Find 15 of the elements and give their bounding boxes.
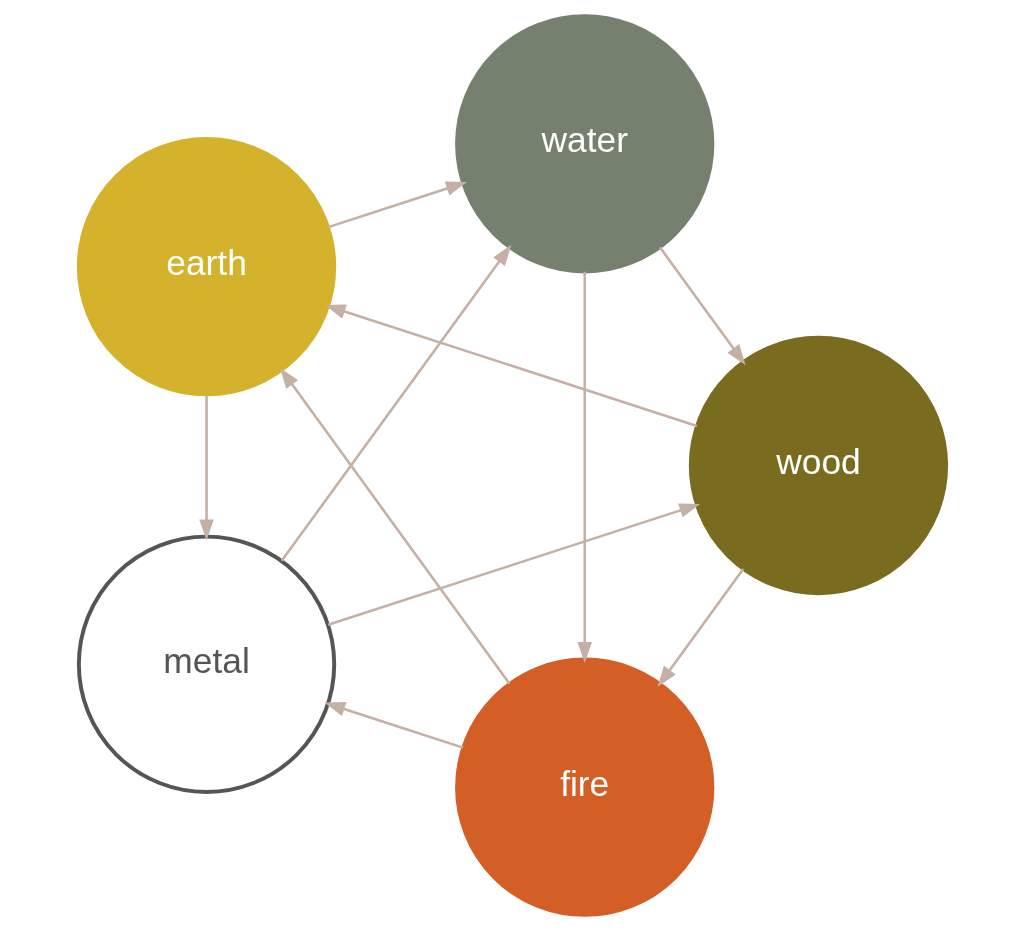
node-circle: water — [454, 14, 714, 274]
arrow — [279, 367, 511, 685]
arrow — [323, 702, 463, 749]
node-circle: fire — [454, 657, 714, 917]
arrow — [657, 568, 744, 687]
arrow — [198, 394, 214, 541]
node-circle: metal — [76, 534, 336, 794]
node-circle: wood — [688, 335, 948, 596]
arrow — [327, 503, 700, 626]
arrow — [658, 246, 746, 366]
arrow — [327, 181, 467, 229]
arrow — [280, 244, 511, 562]
node-circle: earth — [76, 137, 336, 397]
arrow — [576, 271, 592, 663]
arrow — [324, 304, 697, 428]
